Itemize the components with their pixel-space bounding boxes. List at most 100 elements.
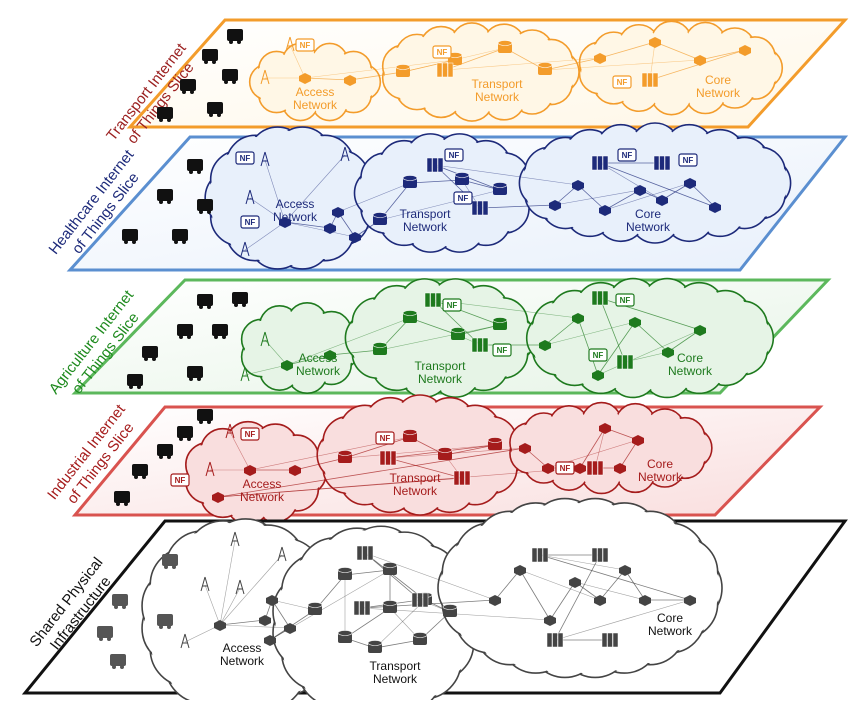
device-wheel: [199, 210, 203, 214]
router-icon: [514, 565, 526, 576]
device-wheel: [189, 170, 193, 174]
server-rack-icon: [552, 632, 558, 648]
server-rack-icon: [359, 600, 365, 616]
server-rack-icon: [531, 547, 538, 563]
router-icon: [594, 53, 606, 64]
server-rack-icon: [364, 600, 371, 616]
router-icon: [489, 595, 501, 606]
network-link: [217, 467, 581, 498]
network-label-line: Access: [276, 197, 315, 211]
device-wheel: [199, 420, 203, 424]
switch-cylinder-top: [442, 604, 458, 610]
device-body: [142, 346, 158, 358]
network-link: [539, 554, 691, 601]
iot-device-icon: [157, 444, 173, 459]
switch-cylinder-top: [395, 64, 411, 70]
router-icon: [599, 205, 611, 216]
nf-badge-label: NF: [497, 346, 508, 355]
nf-badge-label: NF: [683, 156, 694, 165]
access-network-cloud: [240, 301, 362, 395]
server-rack-icon: [385, 450, 391, 466]
network-link: [374, 599, 426, 649]
server-rack-icon: [411, 592, 418, 608]
device-wheel: [187, 335, 191, 339]
network-link: [519, 569, 551, 621]
router-icon: [264, 635, 276, 646]
network-link: [604, 182, 691, 211]
network-link: [434, 164, 579, 186]
network-link: [494, 569, 521, 601]
iot-device-icon: [212, 324, 228, 339]
device-wheel: [232, 80, 236, 84]
device-wheel: [207, 305, 211, 309]
iot-device-icon: [197, 409, 213, 424]
server-rack-icon: [591, 290, 598, 306]
router-icon: [634, 185, 646, 196]
switch-cylinder-top: [337, 567, 353, 573]
network-function-badge: NF: [240, 215, 260, 229]
device-body: [177, 426, 193, 438]
network-link: [284, 221, 356, 238]
router-icon: [332, 207, 344, 218]
server-rack-icon: [422, 592, 429, 608]
switch-cylinder-top: [454, 172, 470, 178]
network-link: [409, 317, 459, 336]
network-label-line: Network: [648, 624, 693, 638]
nf-badge-box: [555, 461, 575, 475]
iot-device-icon: [114, 491, 130, 506]
device-wheel: [212, 60, 216, 64]
router-icon: [599, 423, 611, 434]
network-link: [304, 59, 456, 79]
device-wheel: [179, 437, 183, 441]
network-link: [249, 197, 286, 223]
server-rack-icon: [591, 547, 598, 563]
network-link: [409, 179, 463, 184]
device-wheel: [197, 377, 201, 381]
router-icon: [656, 195, 668, 206]
nf-badge-label: NF: [245, 430, 256, 439]
network-link: [579, 427, 606, 469]
iot-device-icon: [132, 464, 148, 479]
network-link: [264, 159, 286, 223]
network-function-badge: NF: [442, 298, 462, 312]
switch-cylinder-top: [402, 310, 418, 316]
network-label-line: Transport: [370, 659, 422, 673]
device-body: [197, 294, 213, 306]
iot-device-icon: [157, 189, 173, 204]
cell-tower-icon: [235, 579, 245, 595]
network-label-line: Access: [296, 85, 335, 99]
switch-cylinder-top: [307, 602, 323, 608]
cell-tower-icon: [340, 146, 350, 162]
router-icon: [289, 465, 301, 476]
nf-badge-box: [295, 38, 315, 52]
device-body: [197, 199, 213, 211]
router-icon: [619, 565, 631, 576]
network-link: [387, 447, 526, 459]
router-icon: [629, 317, 641, 328]
server-rack-icon: [482, 200, 489, 216]
network-link: [364, 552, 496, 601]
device-wheel: [237, 40, 241, 44]
server-rack-icon: [442, 62, 448, 78]
network-label-line: Transport: [400, 207, 452, 221]
router-icon: [694, 55, 706, 66]
iot-device-icon: [180, 79, 196, 94]
router-icon: [244, 465, 256, 476]
device-wheel: [122, 605, 126, 609]
switch-cylinder-top: [437, 447, 453, 453]
server-rack-icon: [607, 632, 613, 648]
network-function-badge: NF: [615, 293, 635, 307]
iot-device-icon: [112, 594, 128, 609]
server-rack-icon: [471, 200, 478, 216]
iot-device-icon: [157, 107, 173, 122]
cell-tower-icon: [245, 189, 255, 205]
network-function-badge: NF: [453, 191, 473, 205]
nf-badge-box: [235, 151, 255, 165]
network-link: [229, 431, 251, 471]
network-link: [597, 329, 701, 376]
